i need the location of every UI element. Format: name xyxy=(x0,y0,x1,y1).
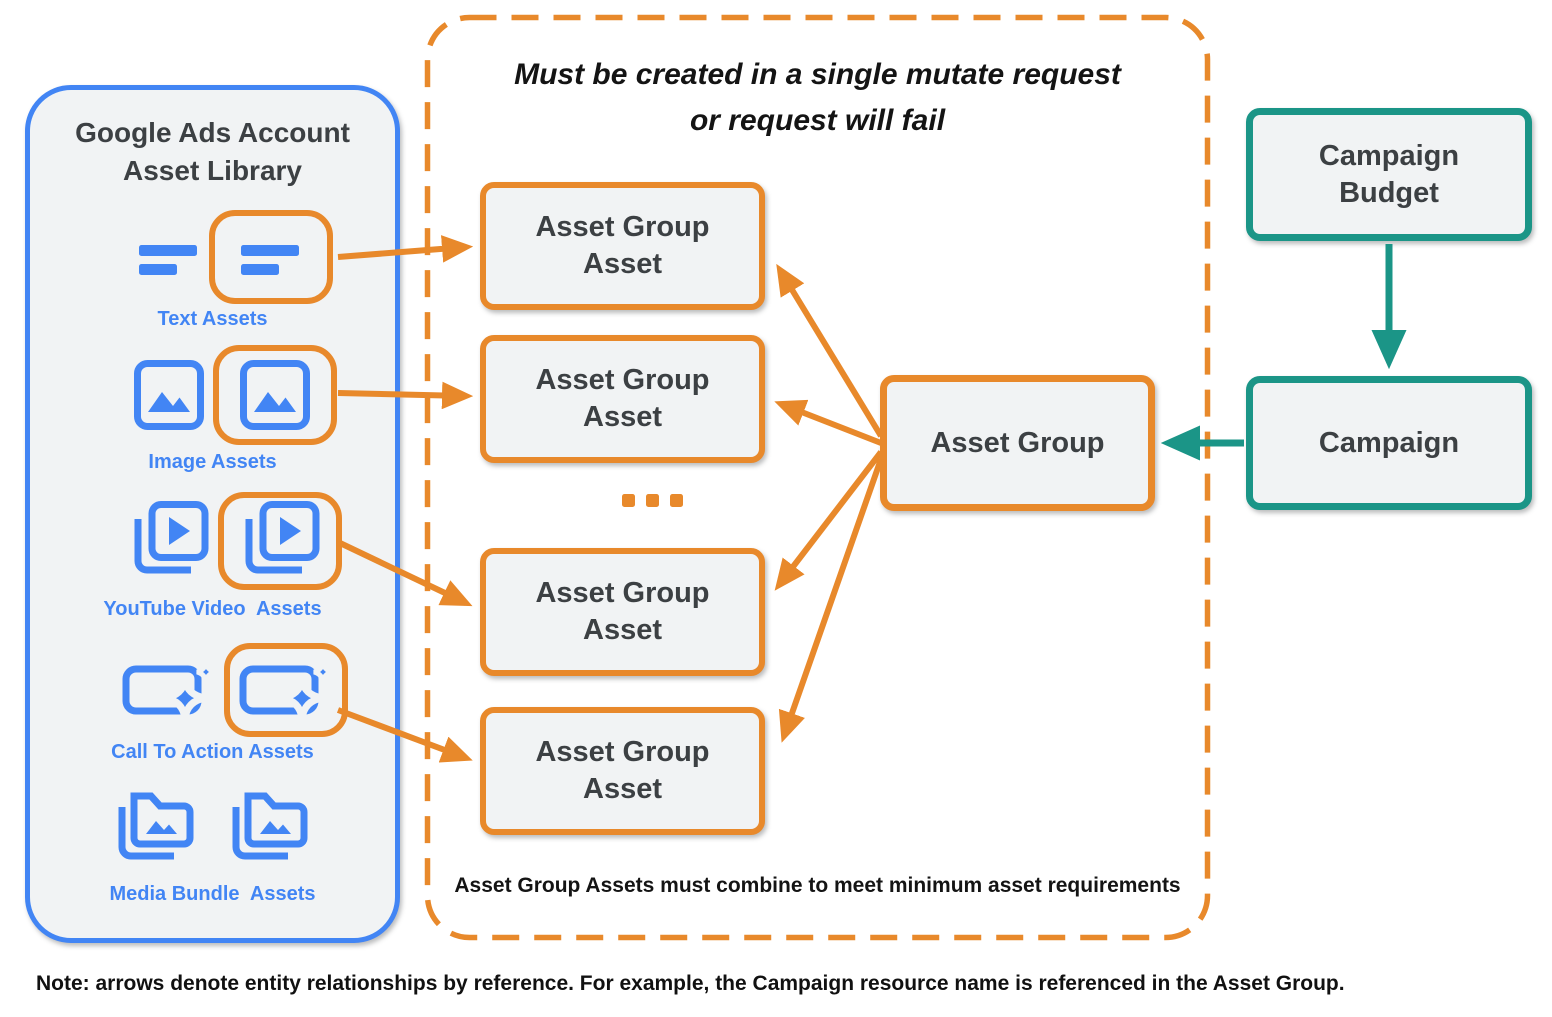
text-assets-row: Text Assets xyxy=(30,210,395,331)
asset-group-asset-box-1: Asset Group Asset xyxy=(480,182,765,310)
text-asset-highlight xyxy=(208,210,333,304)
campaign-budget-label: Campaign xyxy=(1318,139,1460,172)
image-assets-row: Image Assets xyxy=(30,345,395,474)
asset-group-box: Asset Group xyxy=(880,375,1155,511)
youtube-assets-row: YouTube Video Assets xyxy=(30,492,395,621)
asset-group-asset-label: Asset Group xyxy=(535,211,710,243)
cta-assets-label: Call To Action Assets xyxy=(111,741,314,763)
youtube-video-asset-icon xyxy=(134,501,208,574)
asset-group-asset-box-2: Asset Group Asset xyxy=(480,335,765,463)
media-bundle-asset-icon xyxy=(232,792,307,860)
asset-group-asset-box-4: Asset Group Asset xyxy=(480,707,765,835)
asset-group-asset-label: Asset Group xyxy=(535,736,710,768)
asset-group-asset-label: Asset xyxy=(583,401,662,433)
call-to-action-asset-icon xyxy=(239,661,333,719)
asset-group-asset-label: Asset xyxy=(583,248,662,280)
arrow-asset-group-to-aga2 xyxy=(774,399,883,446)
campaign-budget-box: Campaign Budget xyxy=(1246,108,1532,241)
asset-library-title-line1: Google Ads Account xyxy=(75,117,350,148)
media-bundle-asset-icon xyxy=(118,792,193,860)
asset-library-title-line2: Asset Library xyxy=(123,155,302,186)
campaign-budget-label: Budget xyxy=(1339,176,1439,209)
media-bundle-assets-row: Media Bundle Assets xyxy=(30,785,395,906)
youtube-asset-highlight xyxy=(217,492,342,590)
mutate-heading: Must be created in a single mutate reque… xyxy=(425,52,1210,144)
arrow-asset-group-to-aga4 xyxy=(778,458,884,743)
footnote: Note: arrows denote entity relationships… xyxy=(36,972,1345,995)
text-assets-label: Text Assets xyxy=(157,308,268,330)
asset-group-asset-label: Asset Group xyxy=(535,577,710,609)
mutate-caption: Asset Group Assets must combine to meet … xyxy=(454,874,1181,897)
arrow-asset-group-to-aga3 xyxy=(774,450,884,591)
call-to-action-asset-icon xyxy=(122,661,216,719)
more-asset-group-assets-ellipsis: ... xyxy=(622,494,683,507)
campaign-box: Campaign xyxy=(1246,376,1532,510)
image-asset-highlight xyxy=(212,345,337,445)
arrow-asset-group-to-aga1 xyxy=(776,263,884,438)
asset-group-asset-box-3: Asset Group Asset xyxy=(480,548,765,676)
cta-assets-row: Call To Action Assets xyxy=(30,643,395,764)
image-assets-label: Image Assets xyxy=(148,451,277,473)
youtube-assets-label: YouTube Video Assets xyxy=(103,598,322,620)
media-bundle-assets-label: Media Bundle Assets xyxy=(109,883,316,905)
cta-asset-highlight xyxy=(223,643,348,737)
campaign-label: Campaign xyxy=(1318,426,1460,459)
asset-library-title: Google Ads Account Asset Library xyxy=(30,114,395,190)
mutate-heading-line2: or request will fail xyxy=(689,104,946,137)
asset-group-asset-label: Asset Group xyxy=(535,364,710,396)
asset-group-asset-label: Asset xyxy=(583,773,662,805)
asset-group-asset-label: Asset xyxy=(583,614,662,646)
image-asset-icon xyxy=(133,360,204,430)
mutate-heading-line1: Must be created in a single mutate reque… xyxy=(514,58,1121,91)
text-asset-icon xyxy=(138,245,197,275)
image-asset-icon xyxy=(239,360,310,430)
text-asset-icon xyxy=(240,245,299,275)
youtube-video-asset-icon xyxy=(245,501,319,574)
asset-library-panel: Google Ads Account Asset Library Text As… xyxy=(25,85,400,943)
asset-group-label: Asset Group xyxy=(930,426,1105,459)
